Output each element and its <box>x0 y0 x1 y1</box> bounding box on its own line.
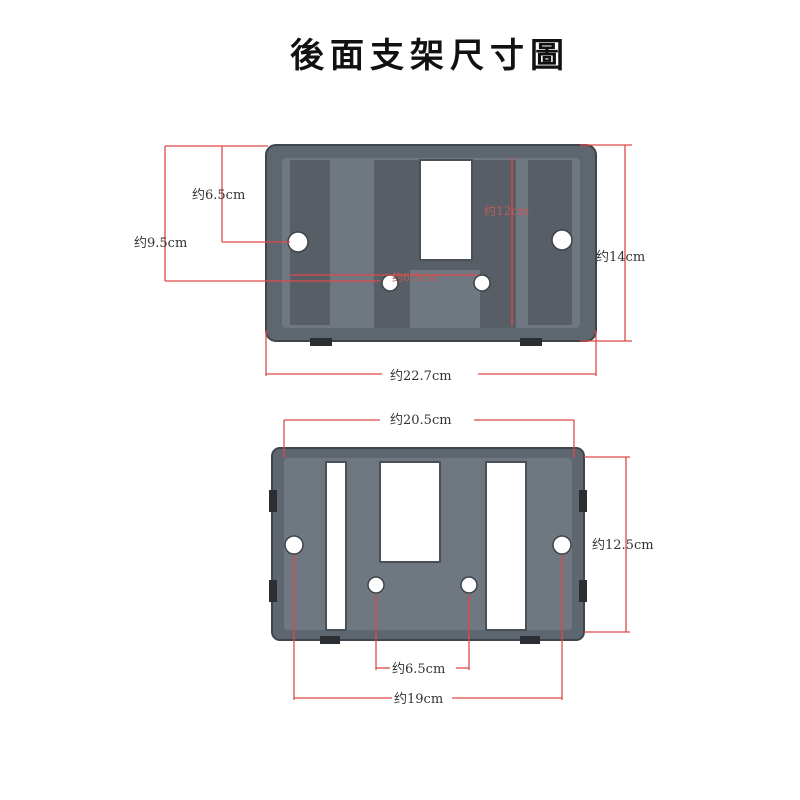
top-dimension-lines <box>164 144 632 376</box>
bottom-keyhole-left <box>367 576 385 594</box>
top-bracket-drawing <box>265 144 597 346</box>
top-label-6-5cm: 约6.5cm <box>192 188 245 203</box>
top-label-22-7cm: 约22.7cm <box>390 369 452 384</box>
top-label-hole-gap: 约6.5cm <box>392 271 438 284</box>
top-right-mount-hole <box>551 229 573 251</box>
top-label-14cm: 约14cm <box>596 250 645 265</box>
bottom-right-mount-hole <box>552 535 572 555</box>
bottom-keyhole-right <box>460 576 478 594</box>
bottom-label-19cm: 约19cm <box>394 692 443 707</box>
bottom-label-20-5cm: 约20.5cm <box>390 413 452 428</box>
page-title: 後面支架尺寸圖 <box>290 36 570 76</box>
bottom-label-6-5cm: 约6.5cm <box>392 662 445 677</box>
bottom-left-mount-hole <box>284 535 304 555</box>
top-left-mount-hole <box>287 231 309 253</box>
top-keyhole-right <box>473 274 491 292</box>
top-label-12cm: 约12cm <box>484 203 530 218</box>
bottom-bracket-drawing <box>269 447 587 644</box>
bottom-dimension-lines <box>283 419 630 700</box>
bottom-label-12-5cm: 约12.5cm <box>592 538 654 553</box>
top-label-9-5cm: 约9.5cm <box>134 236 187 251</box>
